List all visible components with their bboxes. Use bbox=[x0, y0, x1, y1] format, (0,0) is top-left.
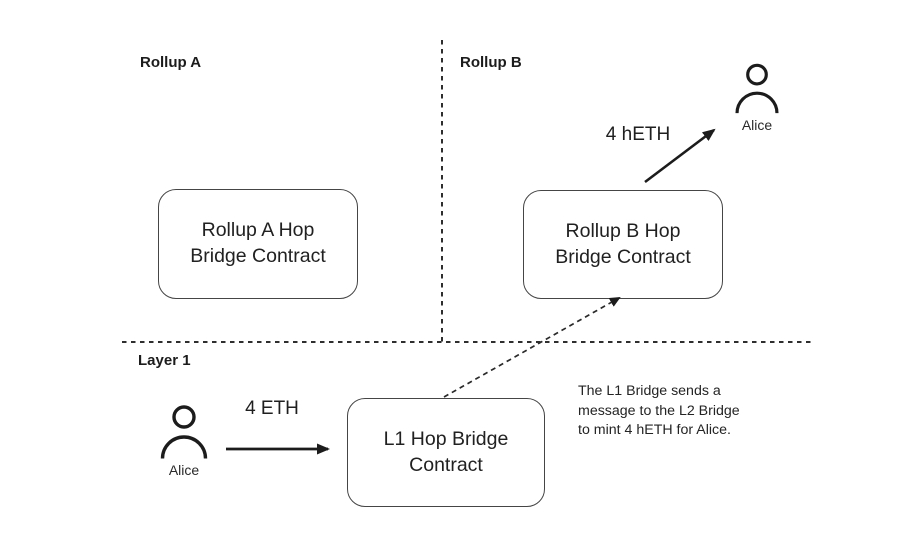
vertical-divider-dashed-line bbox=[441, 40, 443, 343]
alice-rollup-b-label: Alice bbox=[741, 117, 773, 133]
rollup-b-region-label: Rollup B bbox=[460, 54, 522, 71]
horizontal-divider-dashed-line bbox=[122, 341, 812, 343]
rollup-a-hop-bridge-contract-box: Rollup A Hop Bridge Contract bbox=[158, 189, 358, 299]
mint-amount-label: 4 hETH bbox=[605, 124, 671, 145]
deposit-amount-label: 4 ETH bbox=[245, 398, 299, 419]
alice-layer-1-person-icon bbox=[160, 405, 208, 459]
alice-rollup-b-person-icon bbox=[735, 63, 779, 114]
rollup-a-region-label: Rollup A bbox=[140, 54, 202, 71]
alice-layer-1-label: Alice bbox=[168, 462, 200, 478]
l1-to-l2-message-dashed-arrow bbox=[443, 297, 621, 398]
deposit-eth-arrow bbox=[226, 443, 330, 455]
l1-message-note: The L1 Bridge sends a message to the L2 … bbox=[578, 383, 740, 439]
mint-heth-arrow bbox=[644, 128, 716, 184]
layer-1-region-label: Layer 1 bbox=[138, 352, 191, 369]
l1-hop-bridge-contract-box: L1 Hop Bridge Contract bbox=[347, 398, 545, 507]
rollup-b-hop-bridge-contract-box: Rollup B Hop Bridge Contract bbox=[523, 190, 723, 299]
